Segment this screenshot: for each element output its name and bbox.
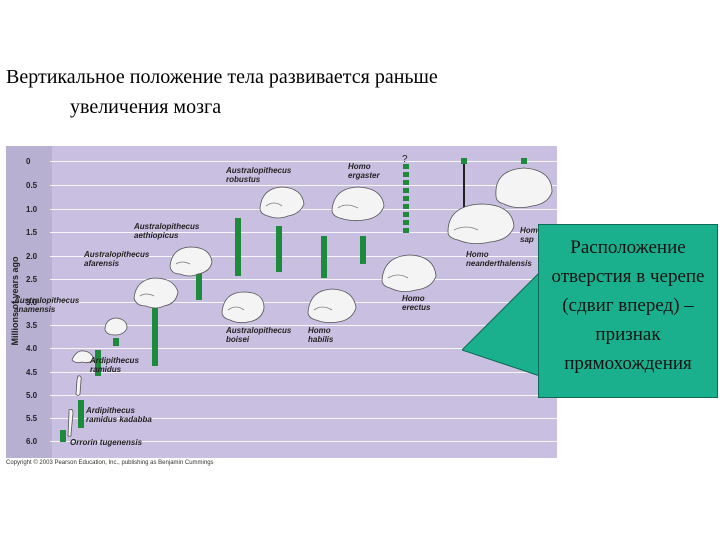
skull-icon — [104, 317, 128, 336]
gridline — [50, 302, 557, 303]
gridline — [50, 185, 557, 186]
tick-label: 0.5 — [26, 181, 38, 190]
species-label: Australopithecus anamensis — [14, 296, 80, 314]
range-bar — [196, 268, 202, 300]
range-bar — [95, 350, 101, 376]
gridline — [50, 161, 557, 162]
tick-label: 0 — [26, 157, 31, 166]
tick-label: 4.5 — [26, 368, 38, 377]
tick-label: 1.5 — [26, 228, 38, 237]
bone-icon — [75, 375, 82, 396]
species-label: Ardipithecus ramidus — [90, 356, 139, 374]
callout-text: Расположение отверстия в черепе (сдвиг в… — [551, 237, 705, 374]
range-cap — [461, 158, 467, 164]
axis-strip — [6, 146, 52, 458]
range-bar — [235, 218, 241, 276]
callout-pointer — [462, 272, 541, 377]
species-label: Homo neanderthalensis — [466, 250, 532, 268]
range-bar — [60, 430, 66, 442]
gridline — [50, 441, 557, 442]
skull-icon — [169, 246, 213, 277]
species-label: Australopithecus boisei — [226, 326, 292, 344]
species-label: Homo habilis — [308, 326, 334, 344]
gridline — [50, 279, 557, 280]
gridline — [50, 256, 557, 257]
femur-icon — [67, 409, 74, 437]
callout-box: Расположение отверстия в черепе (сдвиг в… — [538, 224, 718, 398]
gridline — [50, 395, 557, 396]
slide-title-line-2: увеличения мозга — [70, 96, 222, 118]
skull-icon — [307, 288, 357, 324]
lineage-line — [463, 164, 465, 214]
species-label: Homo ergaster — [348, 162, 380, 180]
range-bar — [403, 164, 409, 236]
tick-label: 3.0 — [26, 298, 38, 307]
range-bar — [113, 338, 119, 346]
jaw-icon — [71, 350, 95, 364]
tick-label: 3.5 — [26, 321, 38, 330]
tick-label: 2.0 — [26, 252, 38, 261]
species-label: Ardipithecus ramidus kadabba — [86, 406, 152, 424]
slide-title: Вертикальное положение тела развивается … — [6, 62, 606, 122]
range-bar — [360, 236, 366, 264]
range-bar — [78, 400, 84, 428]
range-bar — [152, 306, 158, 366]
species-label: Homo sap — [520, 226, 543, 244]
species-label: Australopithecus afarensis — [84, 250, 150, 268]
skull-icon — [133, 277, 179, 309]
skull-icon — [447, 203, 515, 244]
tick-label: 1.0 — [26, 205, 38, 214]
question-mark: ? — [402, 154, 408, 165]
skull-icon — [495, 167, 553, 208]
skull-icon — [221, 291, 265, 324]
gridline — [50, 325, 557, 326]
tick-label: 4.0 — [26, 344, 38, 353]
tick-label: 2.5 — [26, 275, 38, 284]
range-bar — [276, 226, 282, 272]
gridline — [50, 418, 557, 419]
copyright-note: Copyright © 2003 Pearson Education, Inc.… — [6, 460, 214, 466]
hominid-timeline-figure: Millions of years ago 0 0.5 1.0 1.5 2.0 … — [6, 146, 557, 458]
skull-icon — [381, 254, 437, 292]
skull-icon — [331, 186, 385, 222]
species-label: Australopithecus robustus — [226, 166, 292, 184]
species-label: Homo erectus — [402, 294, 431, 312]
tick-label: 5.5 — [26, 414, 38, 423]
gridline — [50, 209, 557, 210]
tick-label: 6.0 — [26, 437, 38, 446]
range-cap — [521, 158, 527, 164]
range-bar — [321, 236, 327, 278]
tick-label: 5.0 — [26, 391, 38, 400]
species-label: Australopithecus aethiopicus — [134, 222, 200, 240]
skull-icon — [259, 186, 305, 219]
slide-title-line-1: Вертикальное положение тела развивается … — [6, 66, 438, 88]
gridline — [50, 232, 557, 233]
gridline — [50, 348, 557, 349]
gridline — [50, 372, 557, 373]
species-label: Orrorin tugenensis — [70, 438, 143, 447]
